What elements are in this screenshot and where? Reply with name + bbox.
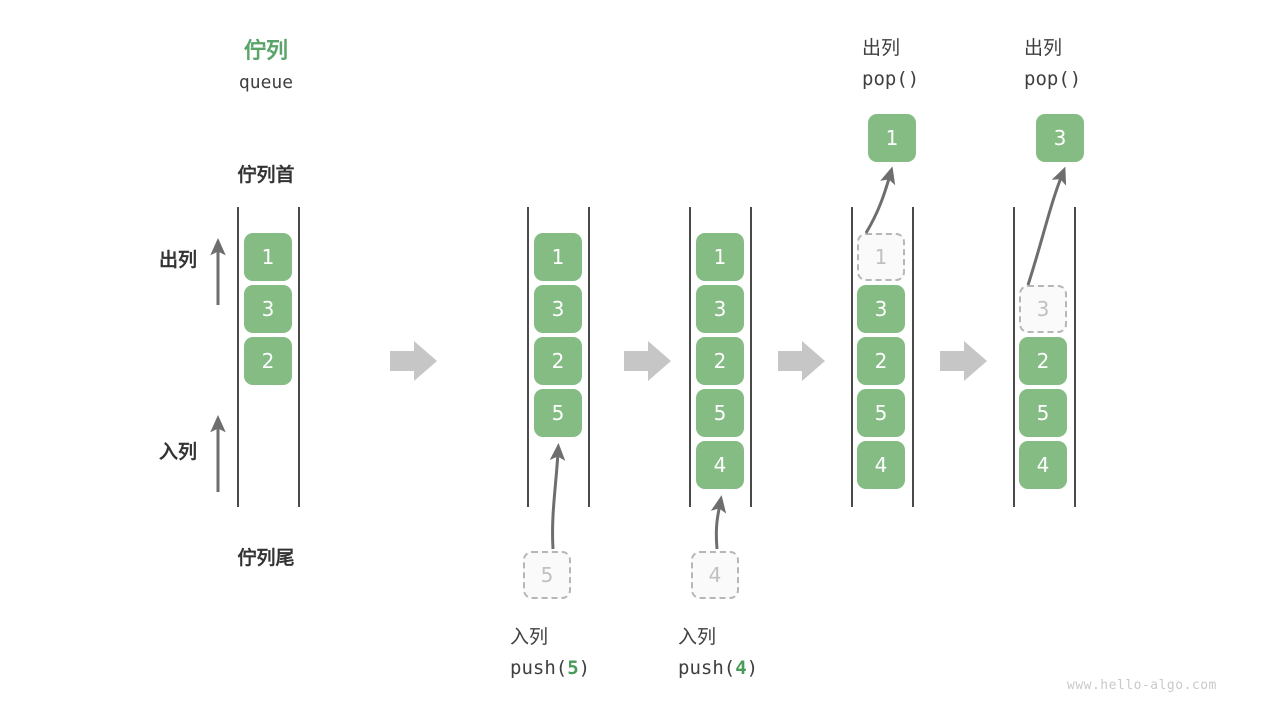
queue-head-label: 佇列首: [237, 164, 295, 186]
queue-cell: 5: [696, 389, 744, 437]
queue-cell: 2: [244, 337, 292, 385]
pop-1-arrow: [864, 166, 896, 234]
popped-cell: 1: [868, 114, 916, 162]
push-label-cn: 入列: [678, 626, 717, 648]
popped-cell: 3: [1036, 114, 1084, 162]
push-label-code: push(4): [678, 657, 758, 679]
push-4-arrow: [710, 495, 727, 550]
queue-cell: 4: [1019, 441, 1067, 489]
queue-cell-removed: 1: [857, 233, 905, 281]
watermark: www.hello-algo.com: [1067, 678, 1217, 693]
push-label-code: push(5): [510, 657, 590, 679]
incoming-ghost-cell: 5: [523, 551, 571, 599]
queue-cell-new: 4: [696, 441, 744, 489]
queue-cell: 2: [534, 337, 582, 385]
queue-cell: 3: [534, 285, 582, 333]
queue-rail-left: [851, 207, 853, 507]
queue-rail-right: [298, 207, 300, 507]
queue-cell: 3: [696, 285, 744, 333]
push-code-prefix: push(: [678, 657, 736, 679]
push-code-value: 4: [735, 657, 747, 679]
pop-label-cn: 出列: [862, 37, 901, 59]
step-arrow-3: [778, 341, 825, 381]
pop-3-arrow: [1026, 166, 1067, 286]
push-code-prefix: push(: [510, 657, 568, 679]
step-arrow-4: [940, 341, 987, 381]
queue-cell: 3: [244, 285, 292, 333]
queue-rail-left: [527, 207, 529, 507]
queue-cell: 5: [1019, 389, 1067, 437]
pop-label-code: pop(): [862, 68, 920, 90]
pop-label-cn: 出列: [1024, 37, 1063, 59]
push-code-value: 5: [567, 657, 579, 679]
queue-cell-new: 5: [534, 389, 582, 437]
queue-cell: 4: [857, 441, 905, 489]
queue-cell: 5: [857, 389, 905, 437]
queue-tail-label: 佇列尾: [237, 547, 295, 569]
queue-cell: 1: [534, 233, 582, 281]
queue-cell: 2: [1019, 337, 1067, 385]
push-5-arrow: [549, 443, 566, 550]
push-code-suffix: ): [746, 657, 759, 679]
queue-rail-right: [750, 207, 752, 507]
queue-rail-left: [1013, 207, 1015, 507]
queue-rail-right: [588, 207, 590, 507]
queue-rail-left: [237, 207, 239, 507]
step-arrow-1: [390, 341, 437, 381]
dequeue-direction-label: 出列: [158, 249, 197, 271]
queue-rail-left: [689, 207, 691, 507]
queue-rail-right: [1074, 207, 1076, 507]
queue-cell: 2: [696, 337, 744, 385]
incoming-ghost-cell: 4: [691, 551, 739, 599]
queue-cell: 1: [244, 233, 292, 281]
push-label-cn: 入列: [510, 626, 549, 648]
step-arrow-2: [624, 341, 671, 381]
diagram-title-en: queue: [238, 72, 294, 93]
queue-rail-right: [912, 207, 914, 507]
diagram-title-cn: 佇列: [243, 39, 288, 64]
queue-cell: 2: [857, 337, 905, 385]
pop-label-code: pop(): [1024, 68, 1082, 90]
enqueue-direction-label: 入列: [158, 441, 197, 463]
queue-cell: 1: [696, 233, 744, 281]
push-code-suffix: ): [578, 657, 591, 679]
queue-cell-removed: 3: [1019, 285, 1067, 333]
queue-cell: 3: [857, 285, 905, 333]
